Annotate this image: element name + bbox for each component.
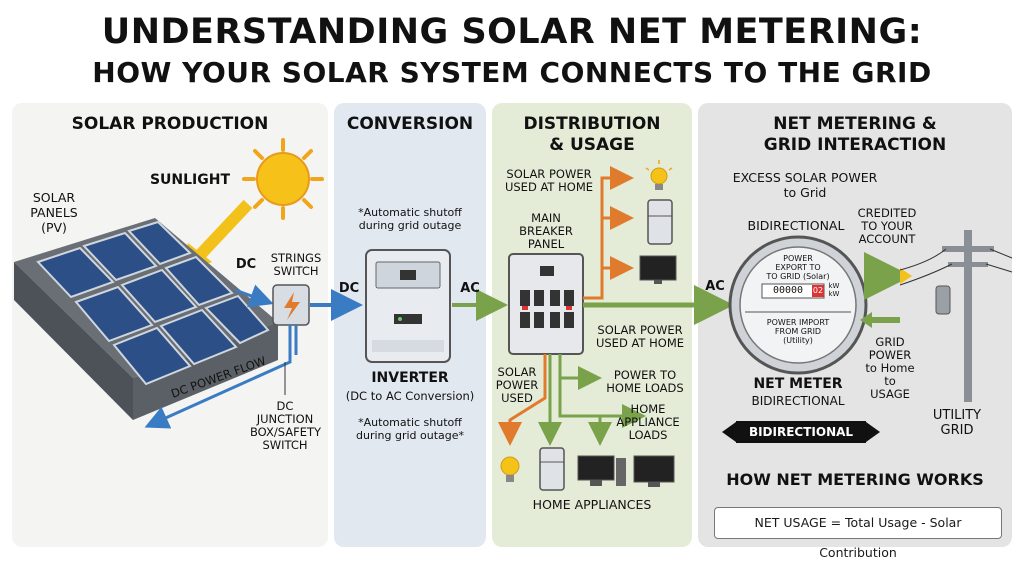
home-appliances-label: HOME APPLIANCES: [532, 497, 652, 512]
meter-red-digits: 02: [812, 286, 824, 295]
ac-label-meter: AC: [705, 279, 725, 294]
how-net-metering-works: HOW NET METERING WORKS: [726, 470, 984, 489]
sunlight-label: SUNLIGHT: [149, 172, 231, 188]
page-subtitle: HOW YOUR SOLAR SYSTEM CONNECTS TO THE GR…: [92, 56, 932, 89]
sunlight-arrow: [195, 199, 253, 260]
page-title: UNDERSTANDING SOLAR NET METERING:: [101, 12, 923, 52]
refrigerator-bottom-icon: [539, 447, 565, 491]
solar-panels-image: [14, 218, 278, 420]
header-conversion: CONVERSION: [346, 114, 474, 134]
breaker-panel-icon: [508, 253, 584, 355]
utility-pole-icon: [899, 230, 1013, 402]
bidirectional-bar: BIDIRECTIONAL: [736, 421, 866, 443]
bidirectional-top-label: BIDIRECTIONAL: [747, 218, 845, 233]
television-icon: [639, 255, 677, 284]
net-meter-icon: [728, 235, 868, 375]
net-usage-formula: NET USAGE = Total Usage - Solar Contribu…: [714, 507, 1002, 560]
inverter-icon: [365, 249, 451, 363]
header-net-metering-1: NET METERING &: [773, 114, 937, 134]
meter-digits: 00000: [772, 285, 804, 296]
dc-power-flow-arrow: [144, 355, 292, 429]
net-meter-label: NET METER: [753, 376, 843, 392]
television-bottom-icon: [633, 455, 675, 487]
header-net-metering-2: GRID INTERACTION: [763, 135, 947, 155]
header-solar-production: SOLAR PRODUCTION: [71, 114, 269, 134]
header-distribution-2: & USAGE: [549, 135, 635, 155]
junction-box-icon: [272, 284, 310, 355]
light-bulb-icon: [645, 160, 673, 190]
sun-icon: [242, 138, 324, 220]
light-bulb-bottom-icon: [500, 456, 520, 482]
inverter-sublabel: (DC to AC Conversion): [345, 389, 475, 403]
net-meter-sublabel: BIDIRECTIONAL: [751, 394, 845, 408]
dc-label-top: DC: [235, 257, 257, 272]
computer-icon: [577, 455, 626, 486]
refrigerator-icon: [647, 199, 673, 245]
header-distribution-1: DISTRIBUTION: [523, 114, 661, 134]
dc-label-inverter: DC: [338, 281, 360, 296]
inverter-label: INVERTER: [371, 370, 449, 386]
ac-label-inverter: AC: [460, 281, 480, 296]
